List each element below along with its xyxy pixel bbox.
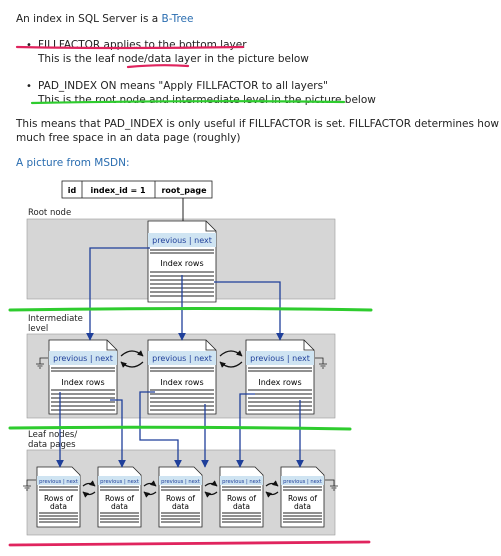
leaf-page-1: previous | next Rows of data	[36, 466, 81, 528]
red-underline-fillfactor	[15, 45, 245, 50]
leaf-page-5: previous | next Rows of data	[280, 466, 325, 528]
header-cell-root-page: root_page	[161, 186, 207, 195]
root-page: previous | next Index rows	[147, 220, 217, 303]
leaf-level-label-1: Leaf nodes/	[28, 430, 77, 440]
intermediate-level-label-1: Intermediate	[28, 314, 83, 324]
leaf-page-3-rows-1: Rows of	[166, 494, 195, 503]
leaf-page-4-rows-1: Rows of	[227, 494, 256, 503]
paragraph-line2: much free space in an data page (roughly…	[16, 132, 241, 144]
intermediate-page-2: previous | next Index rows	[147, 339, 217, 415]
intermediate-page-1-nav: previous | next	[53, 354, 113, 363]
leaf-page-5-nav: previous | next	[283, 479, 322, 485]
leaf-page-1-rows-2: data	[50, 502, 67, 511]
intermediate-page-1-index-rows: Index rows	[61, 378, 104, 387]
bullet-2-line2: This is the root node and intermediate l…	[38, 94, 376, 106]
leaf-page-2-rows-1: Rows of	[105, 494, 134, 503]
intermediate-page-1: previous | next Index rows	[48, 339, 118, 415]
root-page-nav: previous | next	[152, 236, 212, 245]
leaf-page-4-rows-2: data	[233, 502, 250, 511]
root-level-label: Root node	[28, 208, 71, 218]
leaf-page-3-rows-2: data	[172, 502, 189, 511]
header-cell-id: id	[68, 186, 77, 195]
leaf-page-5-rows-1: Rows of	[288, 494, 317, 503]
intermediate-page-3: previous | next Index rows	[245, 339, 315, 415]
leaf-page-1-rows-1: Rows of	[44, 494, 73, 503]
ground-symbol-icon	[23, 357, 338, 491]
leaf-page-2-nav: previous | next	[100, 479, 139, 485]
leaf-page-2: previous | next Rows of data	[97, 466, 142, 528]
header-table	[61, 180, 213, 199]
intermediate-page-2-index-rows: Index rows	[160, 378, 203, 387]
sibling-link-arrows	[82, 350, 279, 498]
leaf-level-label-2: data pages	[28, 440, 76, 450]
leaf-page-1-nav: previous | next	[39, 479, 78, 485]
green-line-intermediate-level	[8, 425, 352, 431]
leaf-page-5-rows-2: data	[294, 502, 311, 511]
green-line-root-level	[8, 307, 373, 312]
red-underline-node-data	[126, 64, 190, 69]
bullet-dot-1: •	[26, 40, 32, 51]
header-cell-index-id: index_id = 1	[90, 186, 145, 195]
intermediate-level-label-2: level	[28, 324, 48, 334]
intro-prefix: An index in SQL Server is a	[16, 13, 162, 25]
root-page-index-rows: Index rows	[160, 259, 203, 268]
green-underline-pad-index	[30, 100, 346, 105]
leaf-page-4-nav: previous | next	[222, 479, 261, 485]
pointer-arrows	[56, 247, 304, 468]
bullet-1-line2: This is the leaf node/data layer in the …	[38, 53, 309, 65]
btree-link[interactable]: B-Tree	[161, 13, 194, 25]
intermediate-page-3-nav: previous | next	[250, 354, 310, 363]
paragraph-line1: This means that PAD_INDEX is only useful…	[16, 118, 499, 130]
leaf-page-3: previous | next Rows of data	[158, 466, 203, 528]
leaf-page-4: previous | next Rows of data	[219, 466, 264, 528]
intermediate-page-3-index-rows: Index rows	[258, 378, 301, 387]
highlight-annotations	[8, 45, 373, 547]
leaf-page-3-nav: previous | next	[161, 479, 200, 485]
intermediate-page-2-nav: previous | next	[152, 354, 212, 363]
intro-text: An index in SQL Server is a B-Tree	[16, 13, 193, 26]
red-line-leaf-level	[8, 540, 371, 547]
leaf-page-2-rows-2: data	[111, 502, 128, 511]
bullet-dot-2: •	[26, 81, 32, 92]
bullet-2-line1: PAD_INDEX ON means "Apply FILLFACTOR to …	[38, 80, 328, 92]
msdn-picture-link[interactable]: A picture from MSDN:	[16, 157, 130, 169]
